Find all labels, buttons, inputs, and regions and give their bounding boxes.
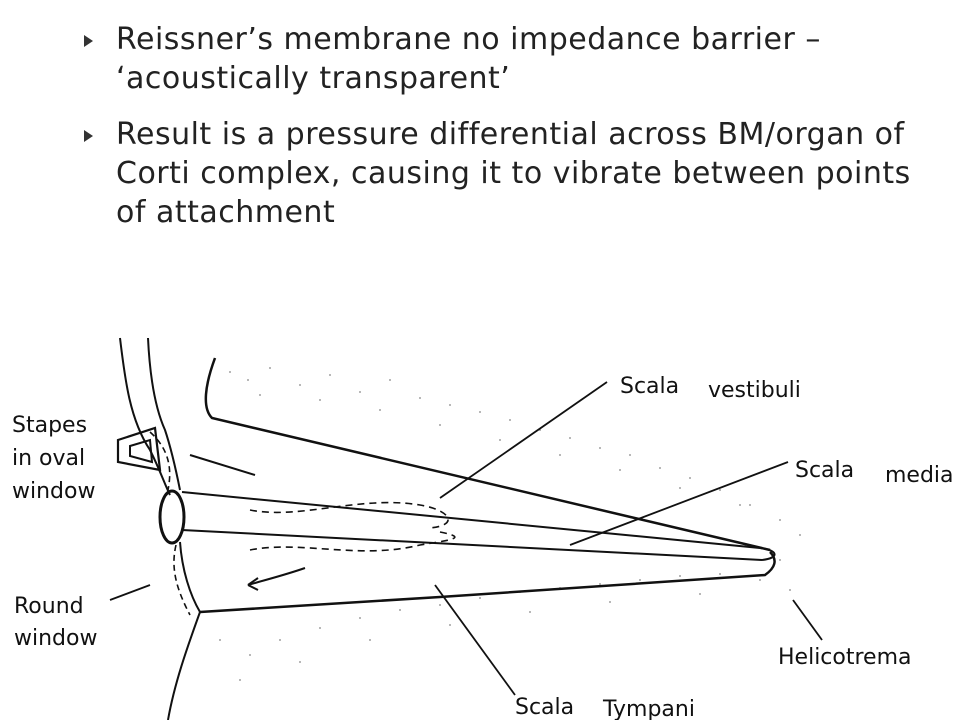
upper-bone-outline	[204, 357, 771, 552]
bullet-text: Result is a pressure differential across…	[116, 117, 911, 230]
wave-path-lower	[249, 531, 456, 552]
oval-window-ellipse	[158, 489, 186, 545]
oval-window-wall-inner	[147, 337, 181, 491]
label-stapes-line2: in oval	[12, 446, 85, 471]
label-helicotrema: Helicotrema	[778, 645, 912, 670]
label-scala-vestibuli-1: Scala	[620, 374, 679, 399]
helicotrema-tip	[759, 547, 776, 561]
label-stapes-line1: Stapes	[12, 413, 87, 438]
wave-path-upper	[249, 501, 449, 529]
label-round-line1: Round	[14, 594, 84, 619]
leader-lines	[109, 381, 823, 696]
bullet-text: Reissner’s membrane no impedance barrier…	[116, 22, 821, 96]
flow-arrow-upper	[189, 454, 256, 476]
lower-bone-outline	[199, 551, 776, 614]
label-stapes-line3: window	[12, 479, 95, 504]
bone-speckle-lower	[219, 559, 791, 681]
label-scala-tympani-2: Tympani	[602, 697, 695, 720]
label-scala-media-2: media	[885, 463, 954, 488]
stapes-shape	[116, 426, 171, 491]
bullet-arrow-icon	[84, 35, 93, 47]
reissners-membrane-line	[181, 491, 761, 549]
bone-speckle-upper	[229, 367, 801, 536]
basilar-membrane-line	[181, 529, 763, 561]
label-scala-media-1: Scala	[795, 458, 854, 483]
cochlea-diagram: Stapes in oval window Round window Scala…	[12, 337, 954, 720]
label-scala-tympani-1: Scala	[515, 695, 574, 720]
label-round-line2: window	[14, 626, 97, 651]
lower-bone-edge	[167, 611, 201, 720]
round-window-wall	[179, 541, 201, 613]
label-scala-vestibuli-2: vestibuli	[708, 378, 801, 403]
flow-arrow-lower	[247, 567, 306, 591]
bullet-arrow-icon	[84, 130, 93, 142]
oval-window-wall	[119, 337, 171, 496]
